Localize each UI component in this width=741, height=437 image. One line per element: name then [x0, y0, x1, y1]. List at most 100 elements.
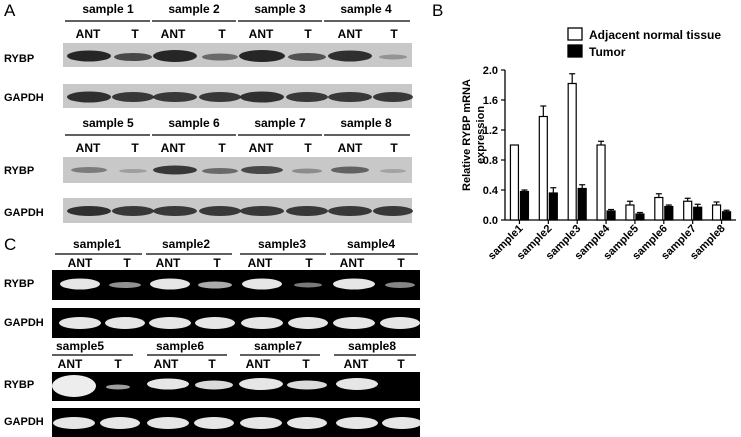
lane-label-t: T	[131, 27, 139, 41]
panel-a-sample-label: sample 3	[254, 2, 306, 16]
bar-adjacent-normal	[654, 196, 664, 221]
bar-adjacent-normal	[538, 115, 548, 221]
bar-tumor	[635, 213, 645, 221]
x-axis: sample1sample2sample3sample4sample5sampl…	[486, 219, 736, 262]
chart-bars	[509, 73, 732, 221]
lane-label-ant: ANT	[76, 27, 101, 41]
panel-c-sample-label: sample6	[156, 339, 204, 353]
bar-adjacent-normal	[711, 204, 722, 221]
lane-label-t: T	[305, 256, 313, 270]
row-label-rybp: RYBP	[4, 53, 34, 65]
bar-tumor	[548, 192, 558, 221]
lane-label-ant: ANT	[161, 27, 186, 41]
lane-label-ant: ANT	[58, 357, 83, 371]
row-label-gapdh: GAPDH	[4, 207, 44, 219]
panel-c-sample-label: sample2	[162, 237, 210, 251]
lane-label-ant: ANT	[344, 357, 369, 371]
lane-label-ant: ANT	[249, 27, 274, 41]
lane-label-t: T	[304, 141, 312, 155]
lane-label-ant: ANT	[338, 27, 363, 41]
row-label-gapdh: GAPDH	[4, 317, 44, 329]
bar-tumor	[721, 211, 732, 221]
gel-bands	[53, 417, 422, 429]
lane-label-t: T	[213, 256, 221, 270]
lane-label-ant: ANT	[161, 141, 186, 155]
lane-label-ant: ANT	[68, 256, 93, 270]
gel-bands	[52, 375, 378, 397]
panel-a: A sample 1 sample 2 sample 3 sample 4 AN…	[4, 1, 413, 223]
blot-bands	[67, 91, 413, 103]
bar-tumor	[664, 205, 674, 221]
panel-c-sample-label: sample3	[258, 237, 306, 251]
panel-c-sample-label: sample1	[73, 237, 121, 251]
legend-label-tumor: Tumor	[589, 45, 626, 59]
panel-a-sample-label: sample 2	[168, 2, 220, 16]
gel-bands	[60, 278, 415, 290]
row-label-gapdh: GAPDH	[4, 416, 44, 428]
gel-bands	[59, 317, 420, 329]
panel-a-sample-label: sample 6	[168, 116, 220, 130]
legend-label-adjacent: Adjacent normal tissue	[589, 28, 721, 42]
bar-adjacent-normal	[567, 82, 577, 221]
blot-bands	[71, 165, 406, 175]
bar-adjacent-normal	[509, 144, 520, 221]
y-tick-label: 1.2	[483, 125, 498, 137]
lane-label-t: T	[390, 141, 398, 155]
legend-swatch-tumor	[567, 44, 583, 58]
panel-c-sample-label: sample7	[254, 339, 302, 353]
y-tick-label: 0.4	[483, 185, 499, 197]
lane-label-ant: ANT	[76, 141, 101, 155]
lane-label-ant: ANT	[338, 141, 363, 155]
panel-c-sample-label: sample4	[347, 237, 395, 251]
y-tick-label: 2.0	[483, 65, 498, 77]
panel-c-letter: C	[4, 235, 16, 254]
y-tick-label: 0.8	[483, 155, 498, 167]
lane-label-ant: ANT	[246, 357, 271, 371]
row-label-gapdh: GAPDH	[4, 92, 44, 104]
lane-label-t: T	[218, 27, 226, 41]
lane-label-ant: ANT	[248, 256, 273, 270]
lane-label-ant: ANT	[154, 357, 179, 371]
legend-swatch-adjacent	[567, 27, 583, 41]
panel-a-sample-label: sample 1	[82, 2, 134, 16]
row-label-rybp: RYBP	[4, 165, 34, 177]
bar-adjacent-normal	[683, 200, 693, 221]
lane-label-t: T	[390, 27, 398, 41]
bar-tumor	[606, 210, 616, 221]
panel-c-sample-label: sample5	[56, 339, 104, 353]
panel-b: B Adjacent normal tissue Tumor Relative …	[432, 1, 736, 262]
lane-label-t: T	[302, 357, 310, 371]
y-axis-label-line1: Relative RYBP mRNA	[461, 79, 473, 191]
panel-c-sample-label: sample8	[348, 339, 396, 353]
bar-adjacent-normal	[625, 204, 635, 221]
y-axis-label-line2: expression	[475, 106, 487, 164]
lane-label-t: T	[218, 141, 226, 155]
lane-label-ant: ANT	[340, 256, 365, 270]
chart-legend: Adjacent normal tissue Tumor	[567, 27, 721, 59]
lane-label-t: T	[304, 27, 312, 41]
panel-a-sample-label: sample 4	[340, 2, 392, 16]
bar-adjacent-normal	[596, 144, 606, 221]
lane-label-t: T	[208, 357, 216, 371]
y-axis: 0.00.40.81.21.62.0	[483, 65, 506, 227]
lane-label-t: T	[397, 357, 405, 371]
lane-label-t: T	[114, 357, 122, 371]
row-label-rybp: RYBP	[4, 278, 34, 290]
lane-label-ant: ANT	[249, 141, 274, 155]
row-label-rybp: RYBP	[4, 379, 34, 391]
panel-a-letter: A	[4, 1, 16, 20]
panel-b-letter: B	[432, 1, 443, 20]
lane-label-ant: ANT	[156, 256, 181, 270]
blot-bands	[67, 50, 407, 62]
lane-label-t: T	[397, 256, 405, 270]
y-tick-label: 1.6	[483, 95, 498, 107]
panel-a-sample-label: sample 5	[82, 116, 134, 130]
bar-tumor	[519, 190, 530, 221]
bar-tumor	[577, 187, 587, 221]
panel-c: C sample1 sample2 sample3 sample4 ANT T …	[4, 235, 422, 437]
lane-label-t: T	[123, 256, 131, 270]
panel-a-sample-label: sample 7	[254, 116, 306, 130]
panel-a-sample-label: sample 8	[340, 116, 392, 130]
lane-label-t: T	[131, 141, 139, 155]
